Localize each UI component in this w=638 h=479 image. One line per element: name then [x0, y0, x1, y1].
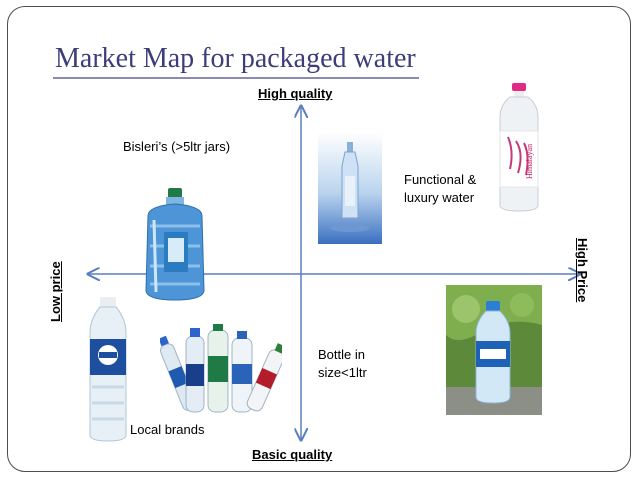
note-functional-luxury: Functional & luxury water: [404, 172, 477, 205]
axis-label-high-quality: High quality: [258, 86, 333, 101]
note-local-brands: Local brands: [130, 422, 205, 437]
water-jar-image: [145, 188, 205, 301]
slide-title: Market Map for packaged water: [55, 43, 416, 74]
note-bisleri-jars: Bisleri’s (>5ltr jars): [123, 139, 231, 154]
local-bottle-image: [89, 297, 127, 442]
brand-bottles-group-image: [160, 324, 282, 413]
bisleri-small-bottle-image: [446, 285, 542, 415]
note-bottle-size: Bottle in size<1ltr: [318, 347, 367, 380]
axis-label-low-price: Low price: [48, 261, 63, 322]
axis-label-high-price: High Price: [575, 238, 590, 303]
himalayan-bottle-image: Himalayan: [499, 83, 539, 212]
luxury-water-bottle-image: [318, 132, 382, 244]
title-underline: [53, 77, 419, 79]
axis-label-basic-quality: Basic quality: [252, 447, 333, 462]
svg-text:Himalayan: Himalayan: [525, 144, 534, 179]
